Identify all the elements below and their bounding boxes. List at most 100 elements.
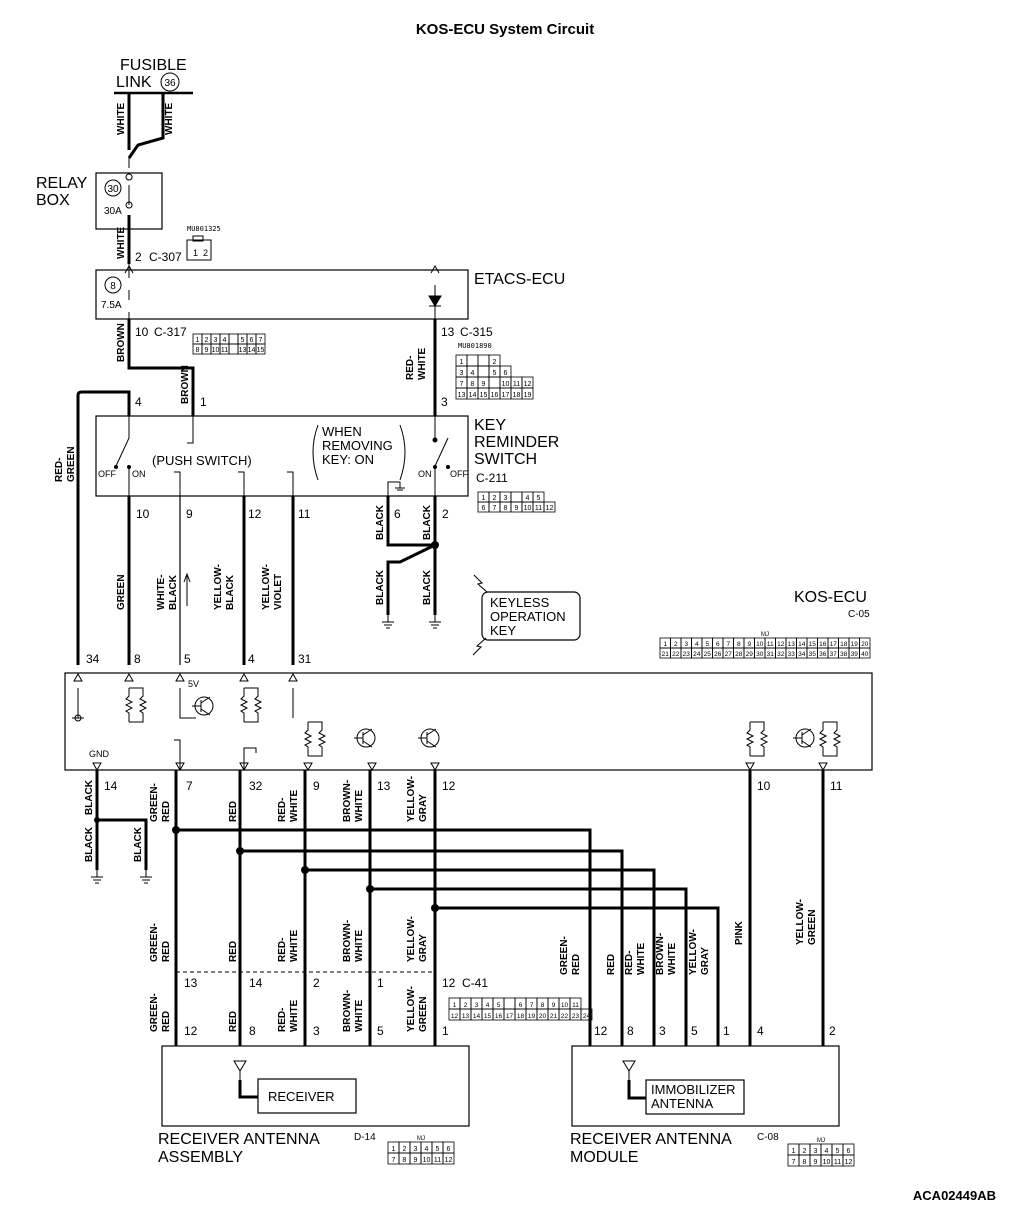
when-label-2: REMOVING	[322, 438, 393, 453]
connector-cell-number: 2	[803, 1148, 807, 1155]
connector-cell-number: 15	[809, 641, 817, 648]
connector-cell-number: 22	[561, 1013, 569, 1020]
pin-arrow-icon	[124, 672, 134, 682]
receiver-antenna-assembly-box	[161, 1045, 470, 1127]
connector-cell-number: 30	[756, 651, 764, 658]
connector-key	[192, 235, 204, 242]
connector-cell-number: 11	[513, 381, 520, 388]
wire-label-yellow-black-2: BLACK	[225, 574, 236, 610]
connector-cell-number: 12	[845, 1159, 853, 1166]
connector-cell-number: 7	[460, 381, 464, 388]
key-reminder-label-1: KEY	[474, 417, 506, 434]
connector-cell-number: 20	[861, 641, 869, 648]
ground-icon	[429, 615, 441, 629]
connector-cell-number: 11	[767, 641, 774, 648]
connector-cell-number: 22	[672, 651, 680, 658]
mod-pin-8: 8	[627, 1024, 634, 1038]
connector-cell-number: 6	[519, 1002, 523, 1009]
etacs-fuse-number-circle	[104, 276, 122, 294]
recv-pin-1: 1	[442, 1024, 449, 1038]
ground-icon	[140, 870, 152, 884]
connector-cell-number: 11	[434, 1157, 441, 1164]
connector-mj-label: MJ	[817, 1138, 825, 1144]
wire-label-green-red-1a: GREEN-	[149, 783, 160, 822]
connector-cell-number: 3	[814, 1148, 818, 1155]
bus-wire	[174, 770, 592, 1046]
connector-cell-number: 16	[819, 641, 827, 648]
key-reminder-label-2: REMINDER	[474, 434, 559, 451]
resistor-icon	[745, 721, 769, 757]
connector-cell-number: 7	[259, 337, 263, 344]
wire-label-yellow-green-1a: YELLOW-	[406, 986, 417, 1032]
arrow-up-icon	[183, 572, 191, 606]
connector-cell-number: 40	[861, 651, 869, 658]
wire-label-brown-1: BROWN	[116, 323, 127, 362]
wire-label-red-white-3a: RED-	[277, 798, 288, 822]
connector-cell-number: 10	[423, 1157, 431, 1164]
connector-cell-number: 18	[840, 641, 848, 648]
connector-cell-number: 3	[504, 495, 508, 502]
connector-cell-number: 10	[823, 1159, 831, 1166]
mod-pin-4: 4	[757, 1024, 764, 1038]
push-switch-label: (PUSH SWITCH)	[152, 453, 252, 468]
signal-bus-wires	[172, 770, 825, 1046]
connector-mu801325-pin1: 1	[193, 248, 198, 258]
connector-cell-number: 11	[834, 1159, 841, 1166]
connector-cell-number: 14	[798, 641, 806, 648]
wire-label-red-2: RED	[228, 941, 239, 962]
connector-cell-number: 1	[460, 359, 464, 366]
wire-label-red-1: RED	[228, 801, 239, 822]
connector-cell-number: 1	[663, 641, 667, 648]
wire-label-green-red-3a: GREEN-	[149, 993, 160, 1032]
pin-arrow-icon	[288, 672, 298, 682]
relay-box-label: RELAY	[36, 175, 88, 192]
wire-label-brown-2: BROWN	[180, 365, 191, 404]
wire-label-white-1: WHITE	[116, 102, 127, 135]
kos-pin-32: 32	[249, 779, 263, 793]
key-reminder-switch-box	[95, 415, 469, 497]
pin-arrow-icon	[239, 762, 249, 772]
wire-label-brown-white-1a: BROWN-	[342, 780, 353, 822]
junction-dot	[236, 847, 244, 855]
receiver-module-label-2: MODULE	[570, 1149, 638, 1166]
wire-label-brown-white-1b: WHITE	[354, 789, 365, 822]
wire-label-red-4: RED	[606, 954, 617, 975]
kos-pin-11: 11	[830, 779, 843, 793]
etacs-ecu-label: ETACS-ECU	[474, 271, 565, 288]
c41-pin-13: 13	[184, 976, 198, 990]
wire-label-green-red-3b: RED	[161, 1011, 172, 1032]
connector-cell-number: 7	[493, 505, 497, 512]
connector-cell-number: 15	[480, 392, 488, 399]
wire-brown	[127, 319, 195, 416]
connector-cell-number: 27	[725, 651, 733, 658]
pin-arrow-icon	[73, 672, 83, 682]
connector-cell-number: 10	[212, 347, 220, 354]
immobilizer-label-2: ANTENNA	[651, 1096, 713, 1111]
junction-dot	[431, 904, 439, 912]
connector-cell	[466, 354, 479, 367]
wire-label-brown-white-4b: WHITE	[667, 942, 678, 975]
kos-pin-5: 5	[184, 652, 191, 666]
connector-cell-number: 8	[803, 1159, 807, 1166]
connector-mu801325	[186, 239, 212, 261]
recv-pin-8: 8	[249, 1024, 256, 1038]
connector-cell	[488, 376, 501, 389]
junction-dot	[94, 817, 100, 823]
wire-label-yellow-green-2b: GREEN	[807, 909, 818, 945]
mod-pin-5: 5	[691, 1024, 698, 1038]
connector-cell	[521, 387, 534, 400]
connector-cell-number: 12	[524, 381, 532, 388]
connector-c41-id: C-41	[462, 976, 488, 990]
connector-cell-number: 29	[746, 651, 754, 658]
connector-cell-number: 13	[462, 1013, 470, 1020]
connector-mu801325-pin2: 2	[203, 248, 208, 258]
connector-cell	[580, 1008, 593, 1021]
connector-c315-id: C-315	[460, 325, 493, 339]
pin-arrow-icon	[745, 762, 755, 772]
connector-cell-number: 3	[475, 1002, 479, 1009]
connector-cell-number: 6	[482, 505, 486, 512]
mod-pin-2: 2	[829, 1024, 836, 1038]
connector-cell-number: 10	[756, 641, 764, 648]
radio-wave-icon	[473, 574, 488, 593]
